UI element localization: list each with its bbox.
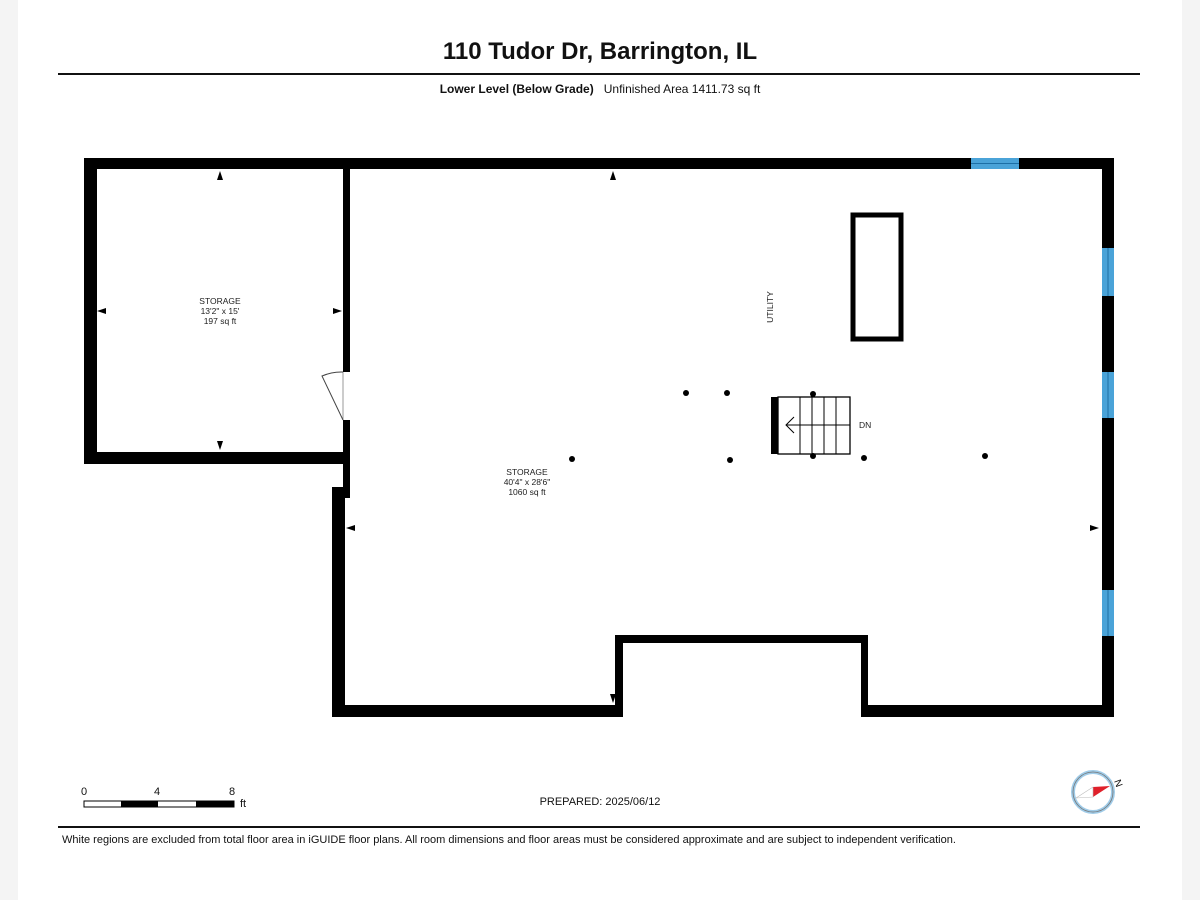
stairs	[771, 396, 851, 455]
wall-left-main	[332, 487, 345, 717]
post	[861, 455, 867, 461]
arrow-up	[217, 171, 223, 180]
level-name: Lower Level (Below Grade)	[439, 82, 594, 96]
arrow-right	[333, 308, 342, 314]
wall-storage-bottom	[84, 452, 350, 464]
room-area: 1060 sq ft	[508, 487, 546, 497]
disclaimer-text: White regions are excluded from total fl…	[62, 834, 956, 846]
scale-bar	[83, 800, 235, 808]
arrow-down	[610, 694, 616, 703]
scale-tick-4: 4	[154, 786, 161, 798]
arrow-left	[97, 308, 106, 314]
wall-top	[84, 158, 1114, 169]
room-label-storage-small: STORAGE 13'2" x 15' 197 sq ft	[180, 296, 260, 326]
page-title: 110 Tudor Dr, Barrington, IL	[442, 38, 758, 65]
compass-icon	[1071, 770, 1115, 814]
footer-rule	[58, 826, 1140, 828]
room-dimensions: 13'2" x 15'	[200, 306, 240, 316]
post	[727, 457, 733, 463]
room-dimensions: 40'4" x 28'6"	[503, 477, 551, 487]
level-subtitle: Lower Level (Below Grade) Unfinished Area…	[0, 82, 1200, 96]
utility-label: UTILITY	[765, 291, 775, 323]
post	[724, 390, 730, 396]
wall-notch-right	[861, 635, 868, 717]
scale-tick-0: 0	[81, 786, 88, 798]
scale-unit: ft	[240, 798, 247, 810]
room-name: STORAGE	[199, 296, 241, 306]
prepared-date: PREPARED: 2025/06/12	[539, 796, 661, 808]
dimension-markers	[97, 171, 1099, 703]
windows	[971, 158, 1114, 636]
room-area: 197 sq ft	[203, 316, 237, 326]
wall-bottom-left	[332, 705, 622, 717]
post	[982, 453, 988, 459]
utility-chase	[850, 212, 904, 342]
post	[569, 456, 575, 462]
wall-bottom-right	[861, 705, 1114, 717]
walls	[84, 158, 1114, 717]
room-label-storage-main: STORAGE 40'4" x 28'6" 1060 sq ft	[487, 467, 567, 497]
title-rule	[58, 73, 1140, 75]
arrow-left	[346, 525, 355, 531]
arrow-down	[217, 441, 223, 450]
wall-notch-top	[615, 635, 868, 643]
wall-partition-lower	[343, 420, 350, 498]
support-posts	[569, 390, 988, 463]
wall-right	[1102, 158, 1114, 717]
scale-tick-8: 8	[229, 786, 236, 798]
stairs-down-label: DN	[859, 420, 872, 430]
wall-partition-upper	[343, 158, 350, 372]
post	[683, 390, 689, 396]
floor-plan-sheet	[18, 0, 1182, 900]
post	[810, 391, 816, 397]
area-text: Unfinished Area 1411.73 sq ft	[603, 82, 761, 96]
room-name: STORAGE	[506, 467, 548, 477]
arrow-up	[610, 171, 616, 180]
arrow-right	[1090, 525, 1099, 531]
wall-left-storage	[84, 158, 97, 464]
door	[321, 371, 350, 421]
post	[810, 453, 816, 459]
wall-notch-left	[615, 635, 623, 717]
